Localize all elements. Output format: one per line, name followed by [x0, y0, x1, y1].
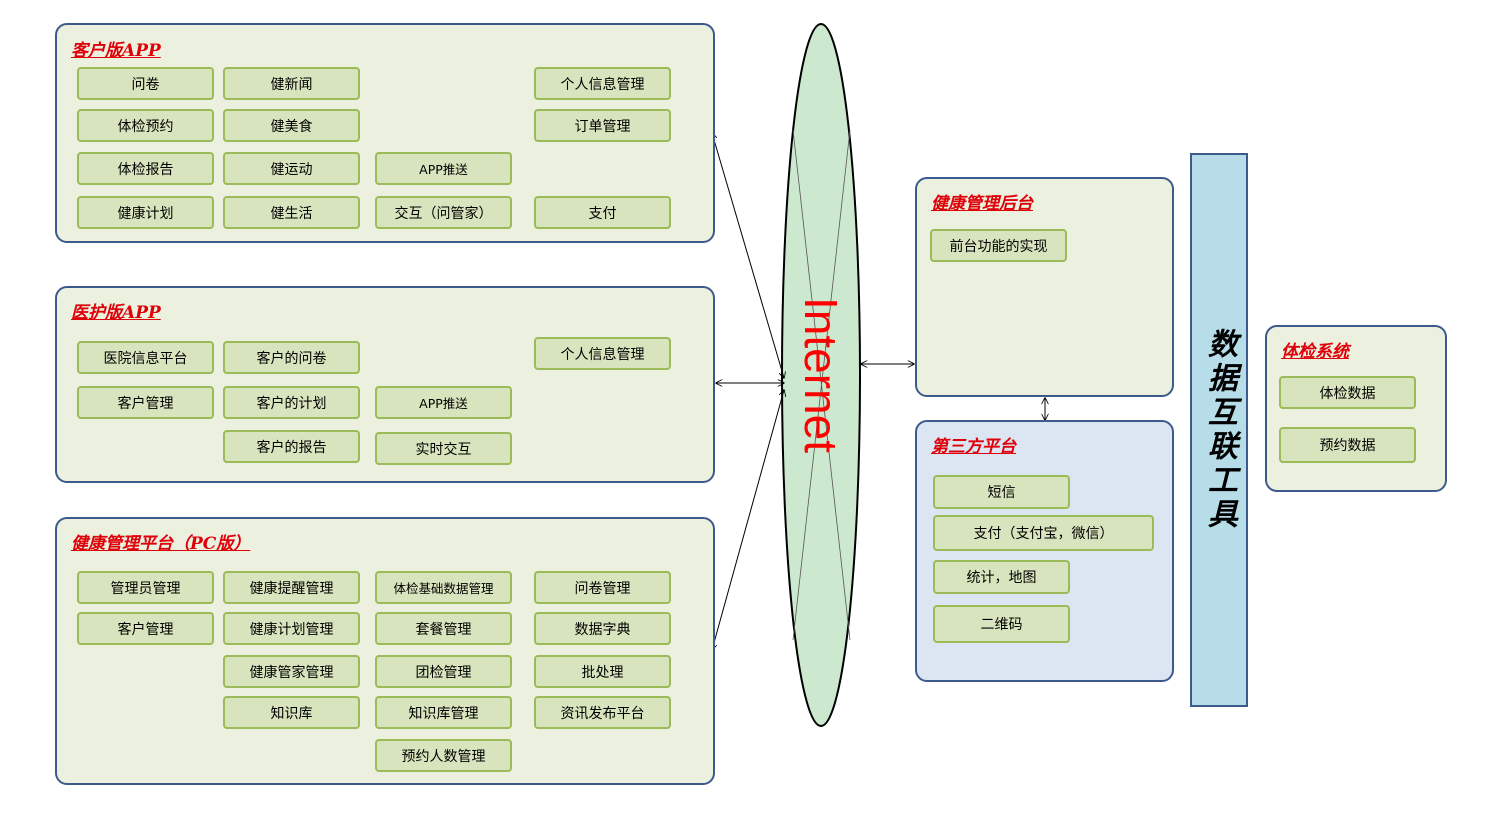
pc-platform-item[interactable]: 健康计划管理	[223, 612, 360, 645]
medical-app-item[interactable]: APP推送	[375, 386, 512, 419]
customer-app-item[interactable]: 支付	[534, 196, 671, 229]
customer-app-panel: 客户版APP 问卷 健新闻 个人信息管理 体检预约 健美食 订单管理 体检报告 …	[55, 23, 715, 243]
medical-app-title: 医护版APP	[71, 303, 161, 323]
customer-app-item[interactable]: 交互（问管家）	[375, 196, 512, 229]
pc-platform-title: 健康管理平台（PC版）	[71, 534, 251, 554]
pc-platform-panel: 健康管理平台（PC版） 管理员管理 健康提醒管理 体检基础数据管理 问卷管理 客…	[55, 517, 715, 785]
customer-app-item[interactable]: 健新闻	[223, 67, 360, 100]
medical-app-item[interactable]: 实时交互	[375, 432, 512, 465]
customer-app-item[interactable]: 问卷	[77, 67, 214, 100]
medical-app-item[interactable]: 客户的问卷	[223, 341, 360, 374]
pc-platform-item[interactable]: 管理员管理	[77, 571, 214, 604]
third-party-title: 第三方平台	[931, 437, 1016, 457]
pc-platform-item[interactable]: 批处理	[534, 655, 671, 688]
medical-app-item[interactable]: 医院信息平台	[77, 341, 214, 374]
customer-app-item[interactable]: 体检预约	[77, 109, 214, 142]
exam-system-item[interactable]: 预约数据	[1279, 427, 1416, 463]
link-pc-platform	[712, 390, 784, 650]
pc-platform-item[interactable]: 团检管理	[375, 655, 512, 688]
data-interconnect-tool-label: 数据互联工具	[1202, 328, 1237, 532]
internet-label: Internet	[795, 297, 847, 453]
exam-system-item[interactable]: 体检数据	[1279, 376, 1416, 409]
third-party-item[interactable]: 统计，地图	[933, 560, 1070, 594]
backend-title: 健康管理后台	[931, 194, 1033, 214]
customer-app-item[interactable]: 健运动	[223, 152, 360, 185]
customer-app-item[interactable]: 体检报告	[77, 152, 214, 185]
medical-app-item[interactable]: 客户的计划	[223, 386, 360, 419]
third-party-panel: 第三方平台 短信 支付（支付宝，微信） 统计，地图 二维码	[915, 420, 1174, 682]
customer-app-item[interactable]: APP推送	[375, 152, 512, 185]
pc-platform-item[interactable]: 客户管理	[77, 612, 214, 645]
pc-platform-item[interactable]: 套餐管理	[375, 612, 512, 645]
customer-app-item[interactable]: 健生活	[223, 196, 360, 229]
pc-platform-item[interactable]: 预约人数管理	[375, 739, 512, 772]
customer-app-item[interactable]: 个人信息管理	[534, 67, 671, 100]
customer-app-item[interactable]: 健康计划	[77, 196, 214, 229]
backend-panel: 健康管理后台 前台功能的实现	[915, 177, 1174, 397]
customer-app-title: 客户版APP	[71, 41, 161, 61]
link-customer-app	[712, 133, 784, 378]
pc-platform-item[interactable]: 知识库管理	[375, 696, 512, 729]
customer-app-item[interactable]: 健美食	[223, 109, 360, 142]
medical-app-item[interactable]: 个人信息管理	[534, 337, 671, 370]
third-party-item[interactable]: 二维码	[933, 605, 1070, 643]
exam-system-title: 体检系统	[1281, 342, 1349, 362]
pc-platform-item[interactable]: 健康提醒管理	[223, 571, 360, 604]
medical-app-panel: 医护版APP 医院信息平台 客户的问卷 个人信息管理 客户管理 客户的计划 AP…	[55, 286, 715, 483]
pc-platform-item[interactable]: 健康管家管理	[223, 655, 360, 688]
pc-platform-item[interactable]: 问卷管理	[534, 571, 671, 604]
medical-app-item[interactable]: 客户的报告	[223, 430, 360, 463]
medical-app-item[interactable]: 客户管理	[77, 386, 214, 419]
customer-app-item[interactable]: 订单管理	[534, 109, 671, 142]
exam-system-panel: 体检系统 体检数据 预约数据	[1265, 325, 1447, 492]
pc-platform-item[interactable]: 资讯发布平台	[534, 696, 671, 729]
pc-platform-item[interactable]: 数据字典	[534, 612, 671, 645]
pc-platform-item[interactable]: 知识库	[223, 696, 360, 729]
third-party-item[interactable]: 短信	[933, 475, 1070, 509]
data-interconnect-tool: 数据互联工具	[1190, 153, 1248, 707]
third-party-item[interactable]: 支付（支付宝，微信）	[933, 515, 1154, 551]
pc-platform-item[interactable]: 体检基础数据管理	[375, 571, 512, 604]
backend-item[interactable]: 前台功能的实现	[930, 229, 1067, 262]
